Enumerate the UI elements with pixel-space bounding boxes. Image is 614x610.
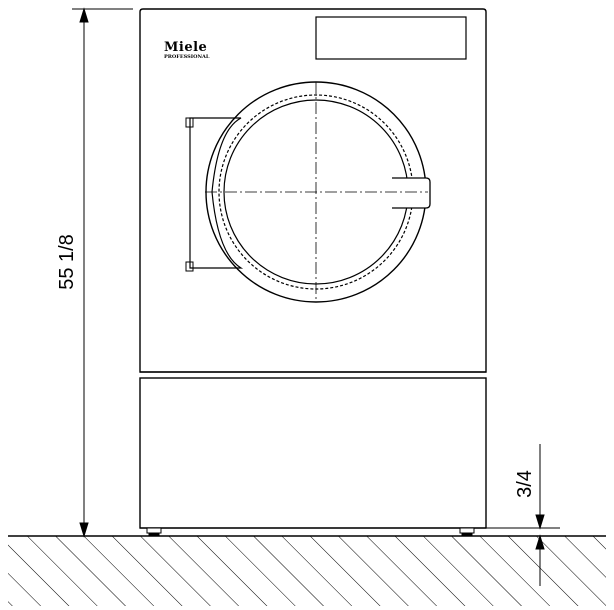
floor	[8, 535, 606, 606]
foot-height-dimension	[486, 444, 560, 586]
foot-right	[459, 527, 475, 534]
brand-logo: Miele PROFESSIONAL	[164, 40, 210, 60]
logo-wordmark: Miele	[164, 40, 207, 55]
machine-cabinet	[139, 8, 487, 529]
display-panel	[315, 16, 467, 60]
door-handle	[392, 177, 431, 209]
door-assembly	[185, 81, 431, 303]
machine-feet	[146, 527, 475, 537]
foot-left	[146, 527, 162, 534]
logo-subtitle: PROFESSIONAL	[164, 54, 210, 60]
overall-height-dimension	[72, 7, 133, 538]
lower-hinge	[185, 261, 194, 272]
overall-height-label: 55 1/8	[56, 234, 78, 290]
upper-hinge	[185, 117, 194, 128]
foot-height-label: 3/4	[514, 470, 536, 498]
